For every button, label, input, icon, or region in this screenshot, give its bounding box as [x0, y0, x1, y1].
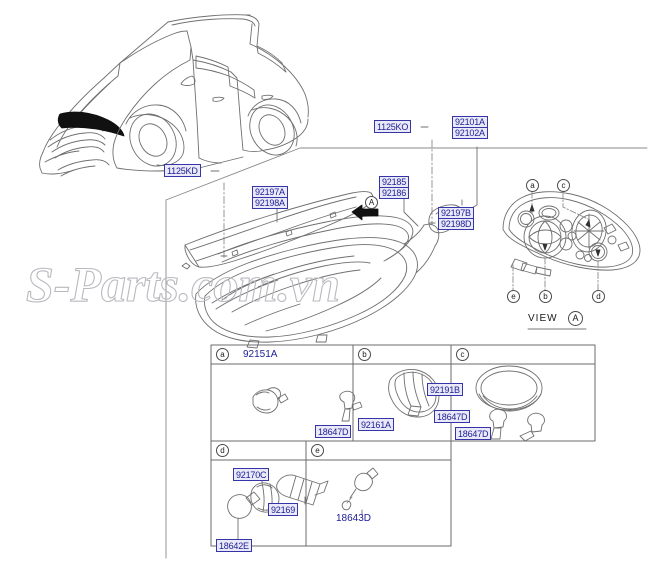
headlamp-lens-assembly [195, 204, 463, 349]
view-a-marker-b[interactable]: b [539, 290, 552, 303]
view-a-marker-d[interactable]: d [592, 290, 605, 303]
vehicle-illustration [39, 14, 309, 177]
view-a-marker-e[interactable]: e [507, 290, 520, 303]
leader-lines [210, 126, 478, 259]
cell-e-artwork [341, 467, 379, 516]
label-cell-e-18643D: 18643D [336, 513, 372, 524]
table-a-part: 92151A [243, 349, 278, 360]
label-cell-c-18647D-2[interactable]: 18647D [455, 427, 492, 440]
label-92185-92186[interactable]: 92185 92186 [379, 176, 410, 199]
label-1125KO[interactable]: 1125KO [374, 120, 412, 133]
label-1125KD[interactable]: 1125KD [164, 164, 201, 177]
label-cell-b-18647D[interactable]: 18647D [315, 425, 352, 438]
table-marker-c[interactable]: c [456, 348, 469, 361]
label-cell-c-18647D-1[interactable]: 18647D [434, 410, 471, 423]
view-a-housing [502, 191, 641, 330]
cell-c-artwork [475, 365, 545, 442]
view-a-label: VIEW [528, 313, 558, 324]
cell-b-artwork [339, 369, 440, 422]
cell-a-artwork [252, 387, 289, 414]
table-marker-e[interactable]: e [311, 444, 324, 457]
view-a-marker-c[interactable]: c [557, 179, 570, 192]
label-92101A-92102A[interactable]: 92101A 92102A [452, 116, 488, 139]
view-a-marker-a[interactable]: a [526, 179, 539, 192]
label-cell-d-92169[interactable]: 92169 [268, 503, 299, 516]
label-92197B-92198D[interactable]: 92197B 92198D [438, 207, 475, 230]
table-marker-b[interactable]: b [358, 348, 371, 361]
view-direction-arrow [351, 204, 379, 221]
main-panel-border [165, 147, 648, 559]
view-a-letter: A [568, 311, 583, 326]
table-marker-d[interactable]: d [216, 444, 229, 457]
label-cell-c-92191B[interactable]: 92191B [427, 383, 463, 396]
label-92197A-92198A[interactable]: 92197A 92198A [252, 186, 288, 209]
cell-d-artwork [227, 473, 329, 541]
arrow-letter-a: A [365, 196, 378, 209]
label-cell-b-92161A[interactable]: 92161A [358, 418, 394, 431]
label-cell-d-92170C[interactable]: 92170C [233, 468, 270, 481]
table-marker-a[interactable]: a [216, 348, 229, 361]
label-cell-d-18642E[interactable]: 18642E [216, 539, 252, 552]
